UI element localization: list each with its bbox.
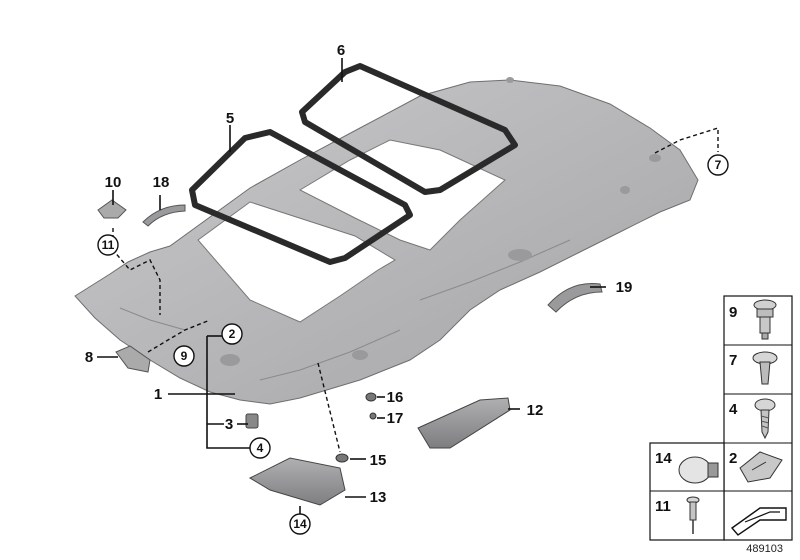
callout-18: 18 <box>153 174 170 191</box>
grab-handle-18 <box>142 204 186 227</box>
circled-callout-7: 7 <box>707 154 729 176</box>
bulb-icon <box>678 456 719 484</box>
spring-clip-icon <box>739 451 783 483</box>
callout-17: 17 <box>387 410 404 427</box>
legend-num-14: 14 <box>655 450 672 467</box>
svg-text:14: 14 <box>293 517 307 531</box>
legend-num-11: 11 <box>655 498 671 515</box>
callout-10: 10 <box>105 174 122 191</box>
blind-rivet-icon <box>686 496 700 534</box>
circled-callout-4: 4 <box>249 437 271 459</box>
legend-num-7: 7 <box>729 352 737 369</box>
leader-lines <box>97 58 606 515</box>
callout-19: 19 <box>616 279 633 296</box>
callout-6: 6 <box>337 42 345 59</box>
screw-icon <box>754 398 776 440</box>
expanding-rivet-icon <box>752 351 778 385</box>
headliner <box>74 77 699 405</box>
callouts: 6 5 10 18 19 8 1 3 16 17 15 12 13 <box>85 42 633 506</box>
circled-callout-14: 14 <box>289 513 311 535</box>
installation-direction-icon <box>730 507 787 536</box>
diagram-id: 489103 <box>746 543 783 555</box>
rear-sunroof-seal <box>299 63 518 195</box>
clip-15 <box>335 453 349 463</box>
grommet-16 <box>365 392 377 402</box>
callout-1: 1 <box>154 386 162 403</box>
circled-callout-9: 9 <box>173 345 195 367</box>
callout-5: 5 <box>226 110 234 127</box>
grab-handle-19 <box>547 282 603 313</box>
svg-text:7: 7 <box>715 158 722 172</box>
clip-3 <box>245 413 259 429</box>
legend-num-2: 2 <box>729 450 737 467</box>
bracket-10 <box>97 199 127 219</box>
sun-visor-left <box>248 457 346 506</box>
legend-num-9: 9 <box>729 304 737 321</box>
circled-callouts: 7 11 2 9 4 14 <box>97 154 729 535</box>
callout-12: 12 <box>527 402 544 419</box>
svg-text:11: 11 <box>102 238 115 252</box>
fastener-legend: 9 7 4 14 2 11 <box>649 295 793 541</box>
bracket-8 <box>115 345 151 373</box>
svg-text:2: 2 <box>229 327 236 341</box>
clip-17 <box>369 412 377 420</box>
svg-text:4: 4 <box>257 441 264 455</box>
circled-callout-2: 2 <box>221 323 243 345</box>
install-lines <box>112 127 719 453</box>
callout-16: 16 <box>387 389 404 406</box>
clip-rivet-icon <box>753 299 777 340</box>
callout-8: 8 <box>85 349 93 366</box>
legend-num-4: 4 <box>729 401 738 418</box>
front-sunroof-seal <box>189 129 413 265</box>
callout-13: 13 <box>370 489 387 506</box>
circled-callout-11: 11 <box>97 234 119 256</box>
callout-3: 3 <box>225 416 233 433</box>
svg-text:9: 9 <box>181 349 188 363</box>
sun-visor-right <box>417 397 511 449</box>
callout-15: 15 <box>370 452 387 469</box>
